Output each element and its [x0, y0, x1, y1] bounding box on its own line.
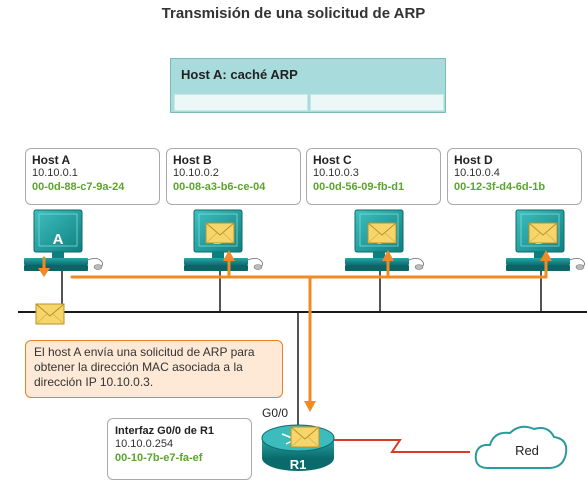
- router-port-label: G0/0: [262, 406, 289, 420]
- host-b-name: Host B: [173, 153, 212, 167]
- host-d-name: Host D: [454, 153, 493, 167]
- host-c-ip: 10.10.0.3: [313, 167, 359, 179]
- host-c-info: Host C 10.10.0.3 00-0d-56-09-fb-d1: [306, 148, 441, 205]
- cloud-icon: [474, 425, 568, 469]
- arp-cache-cell: [174, 94, 308, 111]
- broadcast-path: [42, 256, 548, 405]
- host-a-ip: 10.10.0.1: [32, 167, 78, 179]
- host-d-info: Host D 10.10.0.4 00-12-3f-d4-6d-1b: [447, 148, 582, 205]
- host-c-envelope-icon: [367, 222, 397, 244]
- router-info: Interfaz G0/0 de R1 10.10.0.254 00-10-7b…: [107, 418, 252, 480]
- arrow-up-icon: [223, 250, 235, 261]
- arrow-down-icon: [38, 268, 50, 277]
- broadcast-arrowheads: [38, 250, 552, 412]
- host-b-info: Host B 10.10.0.2 00-08-a3-b6-ce-04: [166, 148, 301, 205]
- arrow-up-icon: [382, 250, 394, 261]
- router-ip: 10.10.0.254: [115, 438, 174, 450]
- host-a-letter: A: [53, 231, 64, 248]
- diagram-title: Transmisión de una solicitud de ARP: [161, 5, 426, 22]
- router-interface-label: Interfaz G0/0 de R1: [115, 425, 215, 437]
- host-a-mac: 00-0d-88-c7-9a-24: [32, 181, 125, 193]
- router-mac: 00-10-7b-e7-fa-ef: [115, 452, 203, 464]
- cloud-label: Red: [515, 443, 539, 458]
- router-name: R1: [290, 457, 307, 472]
- arp-cache-title: Host A: caché ARP: [181, 67, 298, 82]
- host-b-envelope-icon: [205, 222, 235, 244]
- host-b-ip: 10.10.0.2: [173, 167, 219, 179]
- host-b-mac: 00-08-a3-b6-ce-04: [173, 181, 266, 193]
- host-d-envelope-icon: [528, 222, 558, 244]
- host-a-info: Host A 10.10.0.1 00-0d-88-c7-9a-24: [25, 148, 160, 205]
- host-d-mac: 00-12-3f-d4-6d-1b: [454, 181, 546, 193]
- serial-link: [334, 439, 470, 453]
- host-c-mac: 00-0d-56-09-fb-d1: [313, 181, 405, 193]
- host-a-envelope-icon: [35, 303, 65, 325]
- arp-cache-cell: [310, 94, 444, 111]
- arp-request-note: El host A envía una solicitud de ARP par…: [25, 340, 283, 398]
- arrow-down-icon: [304, 401, 316, 412]
- router-envelope-icon: [290, 426, 320, 448]
- host-a-name: Host A: [32, 153, 71, 167]
- arp-cache-table: Host A: caché ARP: [170, 58, 446, 113]
- host-c-name: Host C: [313, 153, 352, 167]
- host-d-ip: 10.10.0.4: [454, 167, 500, 179]
- arrow-up-icon: [540, 250, 552, 261]
